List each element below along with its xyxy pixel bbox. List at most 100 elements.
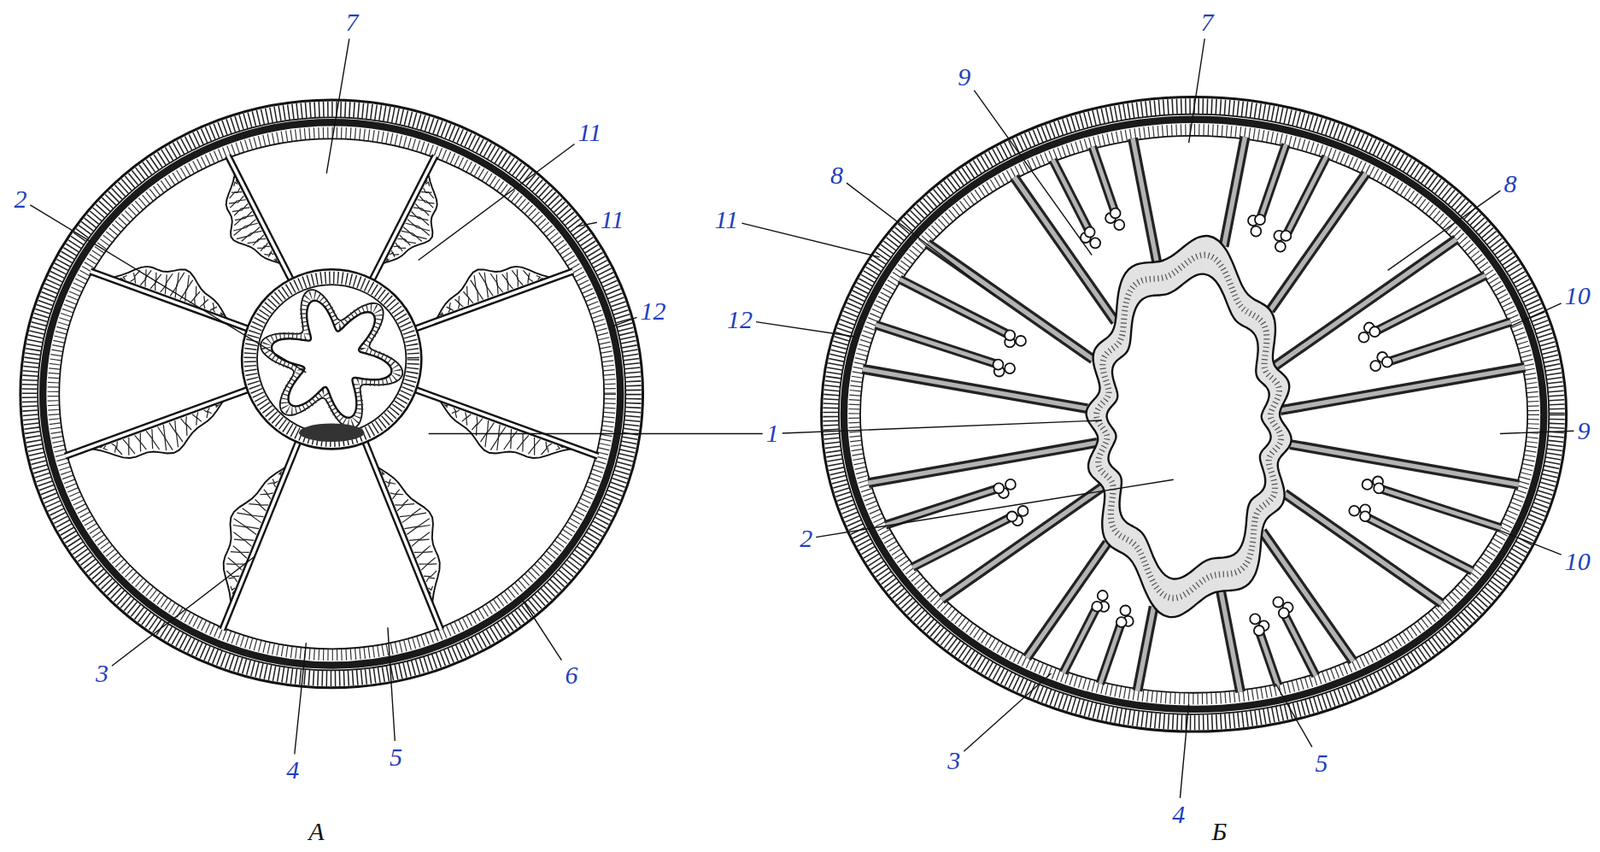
muscle-fibre <box>449 302 454 311</box>
complete-mesentery <box>1220 591 1241 692</box>
muscle-fibre <box>226 563 242 570</box>
muscle-fibre <box>180 275 189 300</box>
mesentery <box>416 271 574 329</box>
wall-layer <box>37 117 626 670</box>
muscle-fibre <box>485 422 494 448</box>
incomplete-mesentery <box>1379 488 1501 528</box>
mesentery-core <box>1289 444 1519 485</box>
muscle-fibre <box>381 472 385 475</box>
mesenterial-filament <box>1348 505 1360 516</box>
muscle-fibre <box>181 418 188 436</box>
mesentery-core <box>1286 156 1327 235</box>
muscle-fibre <box>413 207 429 216</box>
complete-mesentery <box>862 369 1088 409</box>
muscle-fibre <box>387 482 396 487</box>
complete-mesentery <box>1224 136 1246 247</box>
muscle-fibre <box>234 207 250 216</box>
muscle-fibre <box>522 434 529 452</box>
wall-layer <box>860 135 1528 693</box>
leader-line <box>428 433 763 434</box>
muscle-fibre <box>236 512 261 522</box>
complete-mesentery <box>1132 138 1157 263</box>
mesentery <box>365 442 442 630</box>
muscle-fibre <box>248 504 266 511</box>
muscle-fibre <box>134 434 141 452</box>
muscle-fibre <box>423 187 433 193</box>
muscle-fibre <box>516 433 523 450</box>
incomplete-mesentery <box>1375 275 1486 332</box>
incomplete-mesentery <box>1092 146 1115 213</box>
callout-number: 1 <box>766 420 780 446</box>
muscle-fibre <box>210 302 215 311</box>
muscle-fibre <box>395 242 406 248</box>
mesentery-core <box>1013 176 1115 322</box>
muscle-fibre <box>234 539 253 546</box>
muscle-fibre <box>130 272 135 282</box>
muscle-fibre <box>527 437 534 455</box>
mesenterial-filament <box>1254 625 1265 636</box>
muscle-fibre <box>228 556 245 564</box>
muscle-fibre <box>462 411 468 422</box>
mesentery-core <box>1220 591 1241 692</box>
muscle-fibre <box>392 493 404 499</box>
incomplete-mesentery <box>1100 622 1121 684</box>
mesenterial-filament <box>1369 326 1380 337</box>
muscle-fibre <box>458 295 464 307</box>
mesenterial-filament <box>1004 329 1015 340</box>
leader-line <box>756 322 856 337</box>
mesentery-core <box>1375 275 1486 332</box>
mesenterial-filament <box>993 359 1004 370</box>
callout-number: 8 <box>830 162 844 188</box>
callout-number: 9 <box>957 64 971 90</box>
mesentery-core <box>1259 631 1278 686</box>
muscle-fibre <box>140 433 147 450</box>
pharynx-line <box>257 284 406 434</box>
callout-number: 6 <box>564 662 578 688</box>
muscle-fibre <box>219 312 223 316</box>
mesentery-core <box>899 279 1009 335</box>
mesentery-core <box>1063 607 1097 673</box>
mesenterial-filament <box>1018 505 1029 516</box>
callout-number: 11 <box>600 206 625 233</box>
pharynx-wall <box>241 269 422 449</box>
mesentery-core <box>1224 136 1246 247</box>
muscle-fibre <box>111 443 117 452</box>
callout-number: 7 <box>1201 9 1214 36</box>
mesentery-core <box>862 369 1088 409</box>
leader-line <box>1500 530 1562 555</box>
mesenterial-filament <box>1359 332 1370 343</box>
muscle-fibre <box>426 577 435 582</box>
muscle-fibre <box>123 439 129 455</box>
muscle-fibre <box>497 426 506 451</box>
mesentery-core <box>1379 488 1501 528</box>
incomplete-mesentery <box>1063 607 1097 673</box>
mesenterial-filament <box>1373 482 1384 493</box>
mesentery-core <box>64 389 247 456</box>
muscle-fibre <box>416 551 434 559</box>
mesentery-core <box>1283 613 1316 675</box>
body-wall <box>821 96 1567 732</box>
mesentery-core <box>875 324 997 364</box>
mesentery-core <box>1284 492 1442 604</box>
complete-mesentery <box>1289 444 1519 485</box>
leader-line <box>1500 430 1574 434</box>
muscle-fibre <box>556 445 560 451</box>
callout-number: 9 <box>1576 417 1590 444</box>
wall-layer <box>20 99 644 688</box>
mesentery-core <box>1132 138 1157 263</box>
leader-line <box>973 90 1092 256</box>
mesentery-core <box>1280 367 1525 411</box>
muscle-fibre <box>506 272 513 289</box>
muscle-fibre <box>259 493 271 499</box>
wall-layer <box>843 119 1544 710</box>
muscle-fibre <box>401 230 422 241</box>
leader-line <box>815 479 1174 537</box>
complete-mesentery <box>1026 542 1108 657</box>
mesentery <box>90 271 248 329</box>
leader-line <box>963 673 1051 751</box>
mesentery-core <box>1136 606 1154 692</box>
muscle-fibre <box>399 508 422 517</box>
incomplete-mesentery <box>1052 159 1090 232</box>
pharynx-layer <box>1096 254 1282 598</box>
